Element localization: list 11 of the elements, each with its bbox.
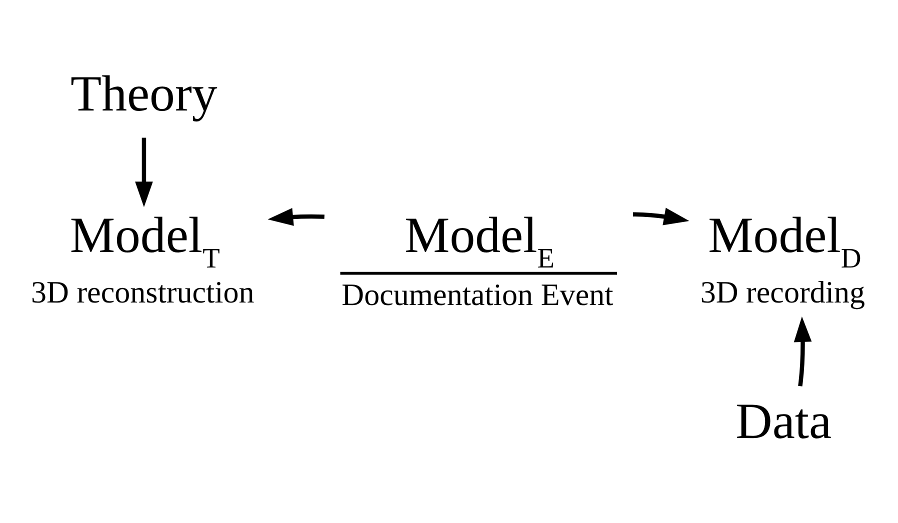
node-text: Data bbox=[736, 392, 832, 449]
arrow bbox=[794, 316, 812, 386]
node-text: Model$_{E}$ Documentation Event bbox=[342, 206, 614, 312]
node-label: 3D reconstruction bbox=[31, 274, 254, 309]
node-label: 3D recording bbox=[700, 274, 866, 309]
node-text: Model$_{D}$ bbox=[708, 206, 862, 274]
arrow bbox=[135, 137, 153, 207]
node-text: Theory bbox=[70, 65, 218, 122]
arrow bbox=[268, 208, 324, 226]
node-text: Model$_{T}$ bbox=[70, 206, 220, 274]
arrow bbox=[632, 207, 690, 225]
